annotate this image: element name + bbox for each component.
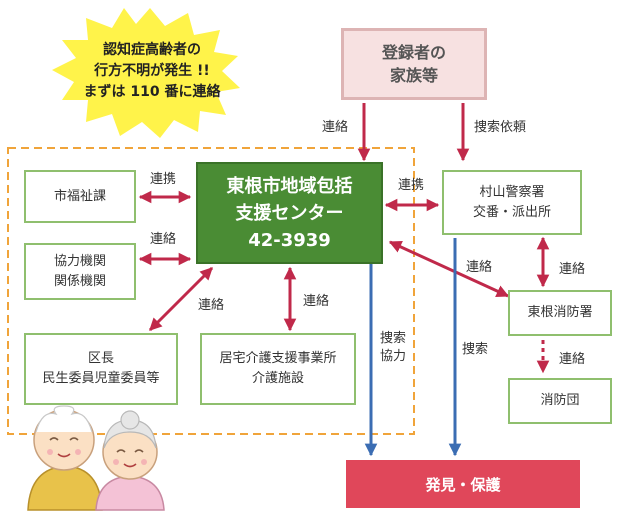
fire-corps-label: 消防団 [540,393,580,408]
welfare-division-box: 市福祉課 [24,170,136,223]
alert-line-2: 行方不明が発生 !! [94,62,210,79]
arrow-center-chief [148,266,214,332]
label-family-police: 捜索依頼 [474,120,527,135]
center-line-1: 東根市地域包括 [226,175,353,197]
center-line-2: 支援センター [235,202,344,224]
family-box: 登録者の 家族等 [341,28,487,100]
label-firehq-corps: 連絡 [559,352,586,367]
center-phone: 42-3939 [248,229,331,251]
police-line-2: 交番・派出所 [472,204,551,220]
label-center-care: 連絡 [303,294,330,309]
alert-line-3: まずは 110 番に連絡 [83,83,221,100]
fire-corps-box: 消防団 [508,378,612,424]
found-label: 発見・保護 [425,475,501,494]
welfare-label: 市福祉課 [53,188,106,204]
elderly-couple-illustration [27,405,165,511]
found-protected-box: 発見・保護 [346,460,580,508]
fire-hq-label: 東根消防署 [527,305,593,320]
family-line-1: 登録者の [381,43,446,62]
label-police-search: 捜索 [462,342,489,357]
chief-line-2: 民生委員児童委員等 [42,371,160,386]
care-facility-box: 居宅介護支援事業所 介護施設 [200,333,356,405]
label-center-chief: 連絡 [198,298,225,313]
family-line-2: 家族等 [389,66,438,85]
police-box: 村山警察署 交番・派出所 [442,170,582,235]
label-family-center: 連絡 [322,120,349,135]
label-center-firehq: 連絡 [466,260,493,275]
label-center-police: 連携 [398,178,425,193]
care-line-2: 介護施設 [251,371,304,386]
police-line-1: 村山警察署 [479,184,545,200]
support-center-box: 東根市地域包括 支援センター 42-3939 [196,162,383,264]
cooperating-agencies-box: 協力機関 関係機関 [24,243,136,300]
alert-message: 認知症高齢者の 行方不明が発生 !! まずは 110 番に連絡 [78,34,226,108]
label-center-search-cooperation: 捜索 協力 [380,331,407,364]
arrow-center-firehq [388,240,510,298]
label-cooperating-center: 連絡 [150,232,177,247]
cooperating-line-2: 関係機関 [53,273,106,289]
label-welfare-center: 連携 [150,172,177,187]
cooperating-line-1: 協力機関 [53,253,106,269]
fire-station-box: 東根消防署 [508,290,612,336]
district-chief-box: 区長 民生委員児童委員等 [24,333,178,405]
alert-starburst [52,8,240,138]
care-line-1: 居宅介護支援事業所 [219,351,337,366]
alert-line-1: 認知症高齢者の [103,41,201,58]
label-police-firehq: 連絡 [559,262,586,277]
chief-line-1: 区長 [87,351,114,366]
